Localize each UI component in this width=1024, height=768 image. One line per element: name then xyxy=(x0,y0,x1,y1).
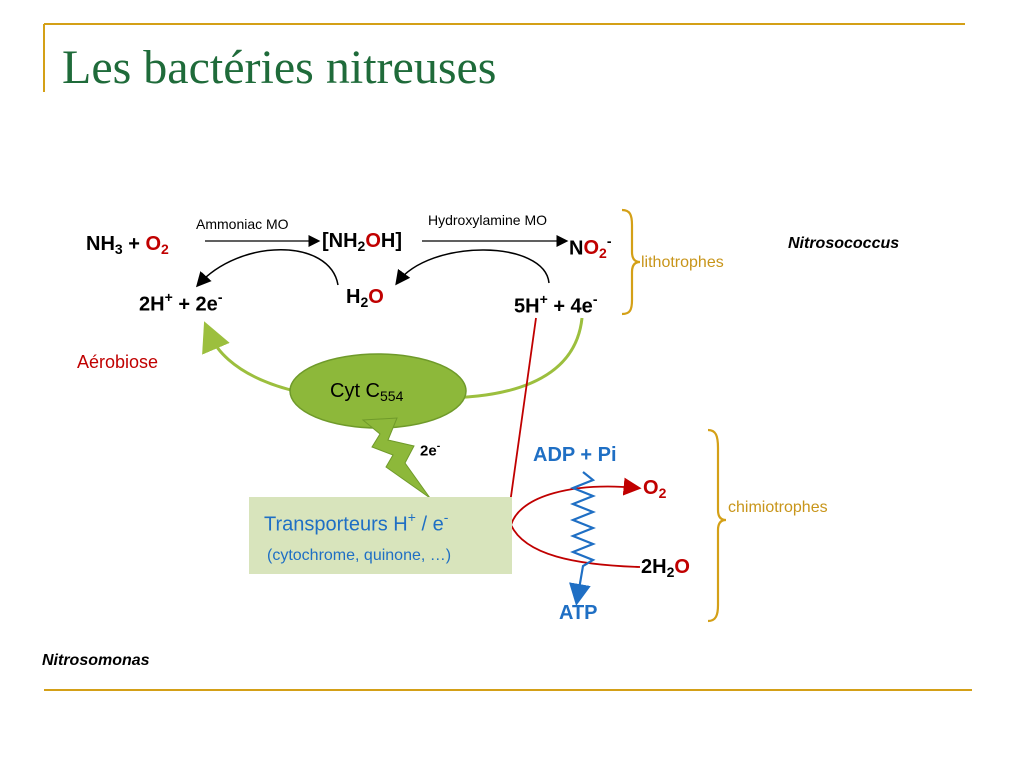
adp-pi-label: ADP + Pi xyxy=(533,444,617,466)
cytochrome-quinone-label: (cytochrome, quinone, …) xyxy=(267,547,452,564)
curve-arrow-left xyxy=(195,249,339,288)
o2-product: O2 xyxy=(643,477,667,502)
page-title: Les bactéries nitreuses xyxy=(62,41,497,94)
nh3-o2-formula: NH3 + O2 xyxy=(86,233,169,258)
red-line-diagonal xyxy=(506,317,537,526)
lithotrophes-brace xyxy=(621,208,641,316)
no2-formula: NO2- xyxy=(569,233,612,262)
wavy-adp-to-atp-arrow xyxy=(569,471,596,606)
curve-arrow-right xyxy=(395,249,550,286)
two-h2o-product: 2H2O xyxy=(641,556,690,581)
lithotrophes-label: lithotrophes xyxy=(641,254,724,271)
transporteurs-box xyxy=(249,497,512,574)
chimiotrophes-brace xyxy=(707,428,727,623)
hydroxylamine-mo-label: Hydroxylamine MO xyxy=(428,212,548,228)
nh2oh-formula: [NH2OH] xyxy=(322,230,403,255)
left-protons-electrons: 2H+ + 2e- xyxy=(139,289,223,316)
nitrosomonas-label: Nitrosomonas xyxy=(42,652,150,669)
water-formula: H2O xyxy=(346,286,384,311)
two-electrons-label: 2e- xyxy=(420,440,441,460)
nitrosococcus-label: Nitrosococcus xyxy=(788,235,900,252)
aerobiose-label: Aérobiose xyxy=(77,352,159,372)
red-curve-h2o xyxy=(510,524,641,568)
chimiotrophes-label: chimiotrophes xyxy=(728,499,828,516)
atp-label: ATP xyxy=(559,602,598,624)
ammoniac-mo-label: Ammoniac MO xyxy=(196,216,289,232)
cyt-c554-label: Cyt C554 xyxy=(330,380,404,405)
right-protons-electrons: 5H+ + 4e- xyxy=(514,291,598,318)
red-curve-o2 xyxy=(510,477,642,526)
transporteurs-label: Transporteurs H+ / e- xyxy=(264,509,449,536)
